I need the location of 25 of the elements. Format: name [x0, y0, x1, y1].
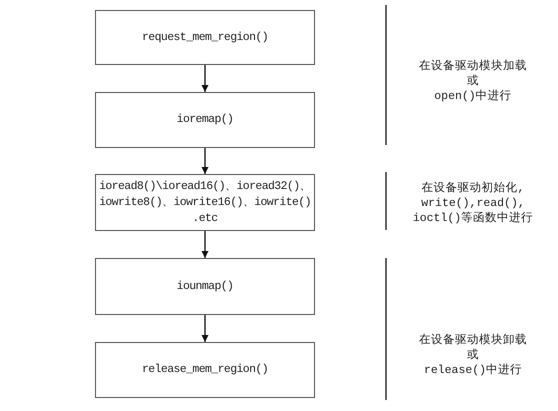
process-box: [95, 174, 315, 231]
arrow: [202, 231, 208, 258]
note-text: 在设备驱动模块加载: [418, 59, 528, 74]
arrow: [202, 65, 208, 92]
process-box: [95, 258, 315, 315]
node-text: iounmap(): [176, 278, 234, 294]
note-text: write(),read(),: [420, 196, 526, 211]
arrow: [202, 315, 208, 342]
process-box: [95, 342, 315, 398]
note-text: 在设备驱动模块卸载: [418, 333, 528, 348]
process-box: [95, 92, 315, 148]
arrow: [202, 148, 208, 174]
node-text: ioread8()\ioread16()、ioread32()、: [99, 178, 311, 194]
note-text: ioctl()等函数中进行: [412, 211, 534, 226]
note-text: 或: [466, 74, 480, 89]
note-text: 在设备驱动初始化,: [420, 181, 526, 196]
node-text: request_mem_region(): [142, 30, 268, 46]
note-text: 或: [466, 348, 480, 363]
note-text: open()中进行: [433, 89, 513, 104]
node-text: ioremap(): [176, 112, 234, 128]
node-text: iowrite8()、iowrite16()、iowrite(): [99, 194, 311, 210]
process-box: [95, 10, 315, 65]
node-text: release_mem_region(): [142, 362, 268, 378]
node-text: .etc: [192, 210, 218, 226]
note-text: release()中进行: [422, 363, 524, 378]
